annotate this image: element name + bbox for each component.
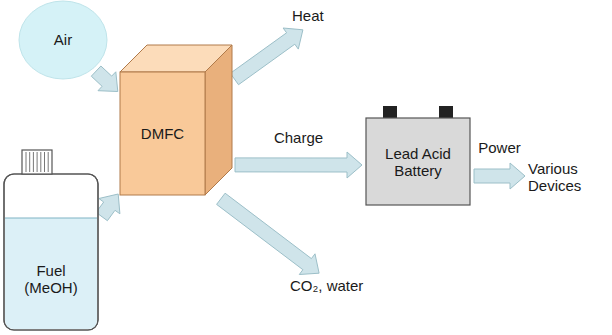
cap-rib [48, 152, 49, 172]
node-label: Fuel (MeOH) [20, 262, 82, 297]
text-area: CO₂, water [290, 275, 382, 297]
arrow-label: Power [476, 139, 523, 156]
text-area: Various Devices [528, 155, 612, 199]
battery-terminal [383, 106, 397, 119]
bottle-cap [22, 150, 52, 174]
cap-rib [26, 152, 27, 172]
cap-rib [44, 152, 45, 172]
block-arrow [230, 28, 303, 85]
cube-side [205, 45, 232, 195]
node-label: Various Devices [528, 160, 606, 195]
block-arrow [96, 194, 120, 221]
battery-terminal [439, 106, 453, 119]
node-label: DMFC [141, 125, 184, 142]
fuel-liquid [5, 218, 97, 329]
fuel-bottle-outline [2, 148, 100, 332]
liquid-level [5, 218, 97, 219]
block-arrow [91, 66, 118, 92]
text-area: Fuel (MeOH) [2, 236, 100, 322]
bottle-outline [4, 174, 98, 330]
battery-body [366, 118, 470, 205]
text-area: DMFC [120, 72, 205, 195]
cap-rib [40, 152, 41, 172]
block-arrow [217, 193, 320, 274]
cube-front [120, 72, 205, 195]
output-text: Heat [292, 4, 352, 28]
dmfc-cube: DMFC [120, 45, 232, 197]
text-area: Lead Acid Battery [365, 118, 471, 206]
output-text: Various Devices [528, 155, 612, 199]
node-label: Air [54, 31, 72, 48]
air-ellipse [19, 1, 107, 79]
bottle-body [4, 174, 98, 330]
arrow-label: Charge [272, 129, 325, 146]
air-circle: Air [18, 0, 108, 80]
dmfc-cube-outline [120, 45, 232, 197]
block-arrow [474, 163, 525, 189]
cap-rib [33, 152, 34, 172]
node-label: Heat [292, 7, 324, 24]
fuel-bottle: Fuel (MeOH) [2, 148, 100, 332]
text-area: Heat [292, 4, 352, 28]
block-arrow [235, 152, 362, 178]
output-text: CO₂, water [290, 275, 382, 297]
cap-rib [29, 152, 30, 172]
node-label: CO₂, water [290, 277, 363, 294]
cap-rib [37, 152, 38, 172]
battery-box: Lead Acid Battery [365, 104, 471, 206]
text-area: Air [18, 0, 108, 80]
node-label: Lead Acid Battery [373, 145, 463, 180]
